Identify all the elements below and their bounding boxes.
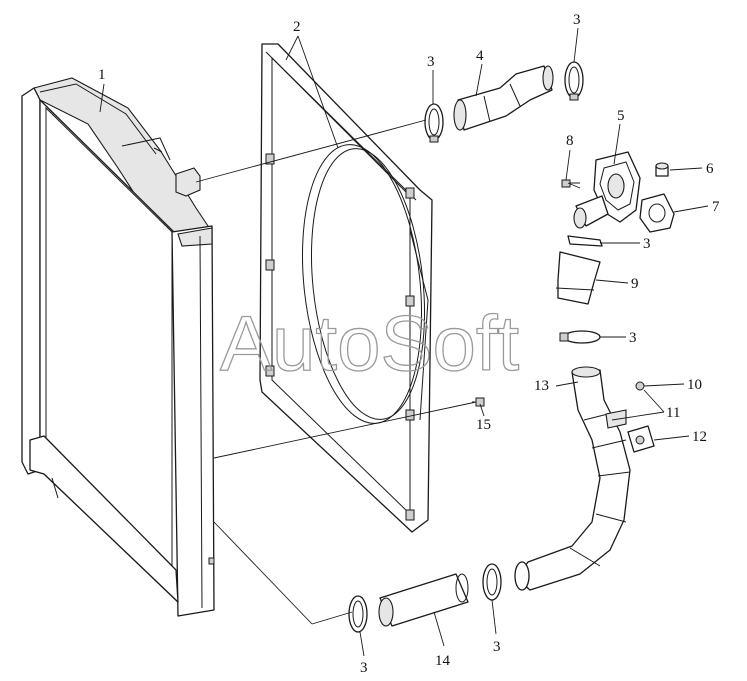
- nut: [635, 381, 645, 391]
- outlet-housing: [573, 151, 641, 229]
- leader-lines: [99, 27, 709, 657]
- callout-2: 2: [293, 19, 301, 35]
- callout-6: 6: [706, 161, 714, 177]
- callout-11: 11: [666, 405, 680, 421]
- callout-3: 3: [643, 236, 651, 252]
- hose-clamp: [482, 563, 502, 601]
- pipe-end: [514, 561, 530, 591]
- callout-4: 4: [476, 48, 484, 64]
- callout-labels: 1 2 3 3 4 5 6 7 8 3 9 3 10 13 11 12 15 3…: [98, 12, 720, 676]
- lower-pipe: [515, 366, 631, 591]
- watermark: AutoSoft: [220, 299, 520, 387]
- callout-3: 3: [493, 639, 501, 655]
- callout-8: 8: [566, 133, 574, 149]
- callout-3: 3: [427, 54, 435, 70]
- radiator: [21, 77, 215, 617]
- callout-3: 3: [573, 12, 581, 28]
- hose-clamp: [564, 61, 584, 101]
- callout-14: 14: [435, 653, 451, 669]
- fan-shroud: [259, 43, 433, 533]
- callout-13: 13: [534, 378, 549, 394]
- callout-9: 9: [631, 276, 639, 292]
- callout-5: 5: [617, 108, 625, 124]
- callout-7: 7: [712, 199, 720, 215]
- mount-bracket: [627, 425, 655, 453]
- short-hose: [555, 251, 601, 305]
- hose-clamp: [567, 235, 603, 247]
- upper-hose: [453, 65, 554, 131]
- screw: [472, 397, 485, 407]
- callout-12: 12: [692, 429, 707, 445]
- lower-hose: [378, 573, 469, 627]
- callout-3: 3: [629, 330, 637, 346]
- callout-15: 15: [476, 417, 491, 433]
- callout-1: 1: [98, 67, 106, 83]
- hose-clamp: [424, 103, 444, 143]
- gasket: [639, 193, 675, 233]
- callout-3: 3: [360, 660, 368, 676]
- bolt: [561, 179, 580, 188]
- callout-10: 10: [687, 377, 702, 393]
- hose-clamp: [559, 330, 601, 344]
- hose-clamp: [348, 595, 368, 633]
- cap: [655, 162, 669, 177]
